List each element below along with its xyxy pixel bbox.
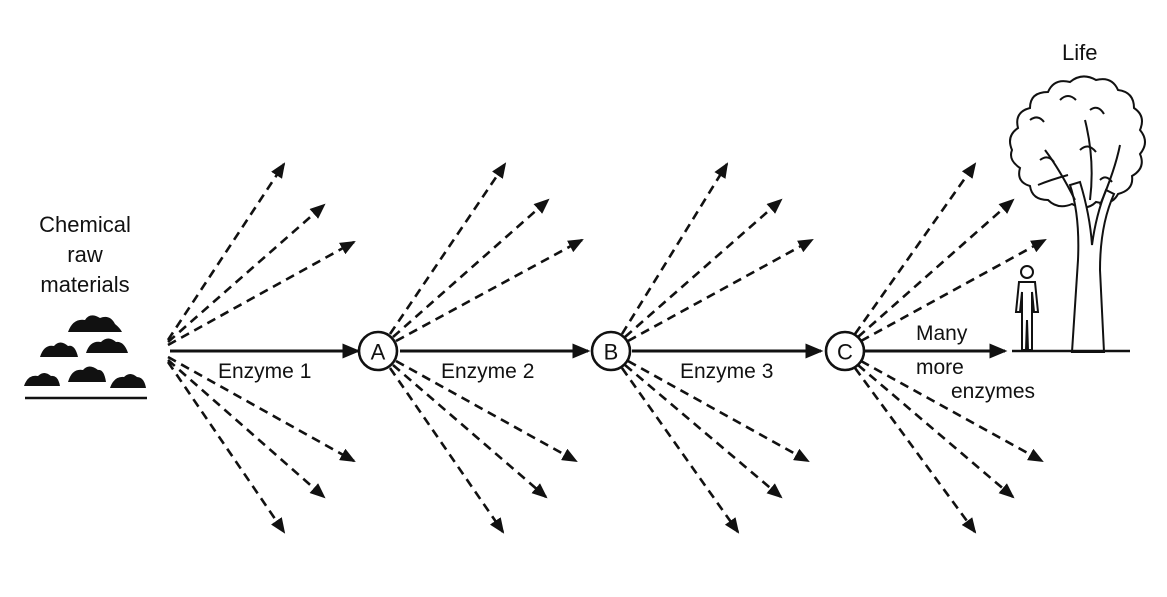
side-branch-arrow — [625, 365, 781, 497]
many-more-enzymes-line3: enzymes — [951, 380, 1035, 403]
tree-trunk — [1070, 182, 1114, 352]
side-branch-arrow — [393, 365, 546, 497]
pile-bottom-middle — [68, 367, 106, 383]
pile-left — [40, 343, 78, 358]
side-branch-arrow — [396, 240, 582, 341]
node-b-letter: B — [604, 340, 619, 365]
node-c-letter: C — [837, 340, 853, 365]
raw-materials-label-line1: Chemical — [39, 212, 131, 237]
node-a: A — [359, 332, 397, 370]
raw-materials-label-line2: raw — [67, 242, 103, 267]
node-a-letter: A — [371, 340, 386, 365]
pile-bottom-right — [110, 374, 146, 388]
enzyme1-label: Enzyme 1 — [218, 360, 311, 383]
node-c: C — [826, 332, 864, 370]
raw-material-piles — [24, 315, 146, 388]
side-branch-arrow — [855, 164, 975, 334]
side-branches-a — [390, 164, 582, 532]
person-body — [1016, 282, 1038, 350]
pile-top — [68, 315, 122, 332]
side-branch-arrow — [622, 368, 738, 532]
person-head — [1021, 266, 1033, 278]
side-branches-c — [855, 164, 1045, 532]
life-label: Life — [1062, 40, 1097, 65]
side-branch-arrow — [168, 205, 324, 342]
many-more-enzymes-line2: more — [916, 356, 964, 379]
side-branch-arrow — [390, 164, 505, 334]
side-branch-arrow — [393, 200, 548, 337]
enzyme2-label: Enzyme 2 — [441, 360, 534, 383]
side-branch-arrow — [168, 362, 284, 532]
pile-bottom-left — [24, 373, 60, 386]
side-branches-b — [622, 164, 812, 532]
side-branch-arrow — [390, 368, 503, 532]
side-branch-arrow — [168, 242, 354, 345]
many-more-enzymes-line1: Many — [916, 322, 968, 345]
pile-middle — [86, 339, 128, 354]
side-branch-arrow — [622, 164, 727, 334]
tree-canopy-detail — [1030, 96, 1112, 182]
side-branch-arrow — [625, 200, 781, 337]
raw-materials-label-line3: materials — [40, 272, 129, 297]
node-b: B — [592, 332, 630, 370]
enzyme3-label: Enzyme 3 — [680, 360, 773, 383]
person-silhouette — [1016, 266, 1038, 350]
side-branches-raw — [168, 164, 354, 532]
